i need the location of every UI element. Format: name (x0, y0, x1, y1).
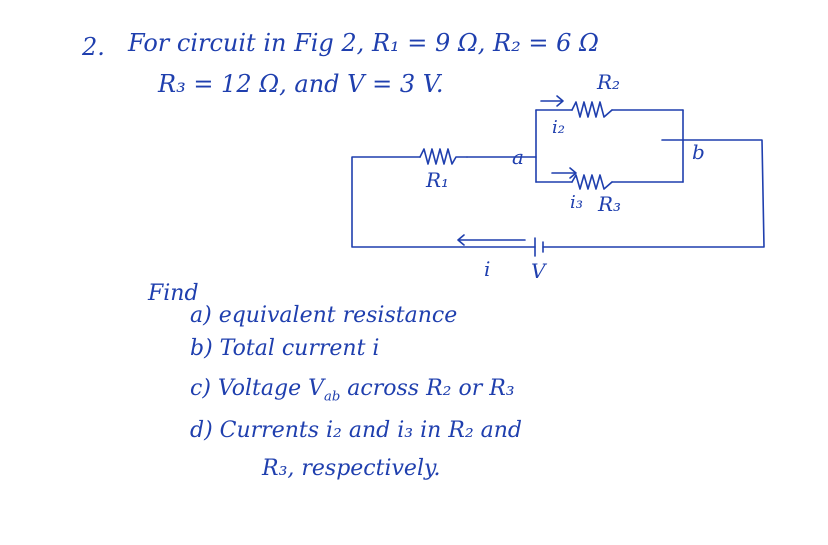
r1-label: R₁ (426, 168, 450, 192)
node-a-label: a (512, 145, 524, 169)
wire-right (542, 139, 765, 248)
i2-label: i₂ (552, 117, 565, 138)
problem-line-2: R₃ = 12 Ω, and V = 3 V. (158, 70, 444, 98)
voltage-v-label: V (531, 259, 546, 283)
arrow-i3 (551, 167, 577, 179)
find-item-a: a) equivalent resistance (190, 303, 458, 328)
problem-number: 2. (82, 33, 105, 61)
wire-left (351, 156, 536, 248)
current-i-label: i (484, 257, 491, 281)
resistor-r1 (419, 148, 468, 165)
find-item-c-text: c) Voltage V (190, 376, 324, 401)
vab-subscript: ab (324, 389, 341, 405)
resistor-r3 (571, 174, 613, 190)
resistor-r2 (571, 101, 613, 118)
find-item-c: c) Voltage Vab across R₂ or R₃ (190, 376, 515, 404)
problem-line-1: For circuit in Fig 2, R₁ = 9 Ω, R₂ = 6 Ω (128, 29, 599, 57)
r2-label: R₂ (597, 70, 621, 94)
arrow-i (457, 234, 526, 246)
find-item-d: d) Currents i₂ and i₃ in R₂ and (190, 418, 523, 443)
i3-label: i₃ (570, 192, 583, 213)
find-item-c-tail: across R₂ or R₃ (340, 376, 515, 401)
node-b-label: b (692, 140, 705, 164)
arrow-i2 (540, 95, 564, 107)
find-item-b: b) Total current i (190, 336, 380, 361)
r3-label: R₃ (598, 192, 622, 216)
find-heading: Find (148, 281, 199, 306)
find-item-d-cont: R₃, respectively. (262, 456, 441, 481)
